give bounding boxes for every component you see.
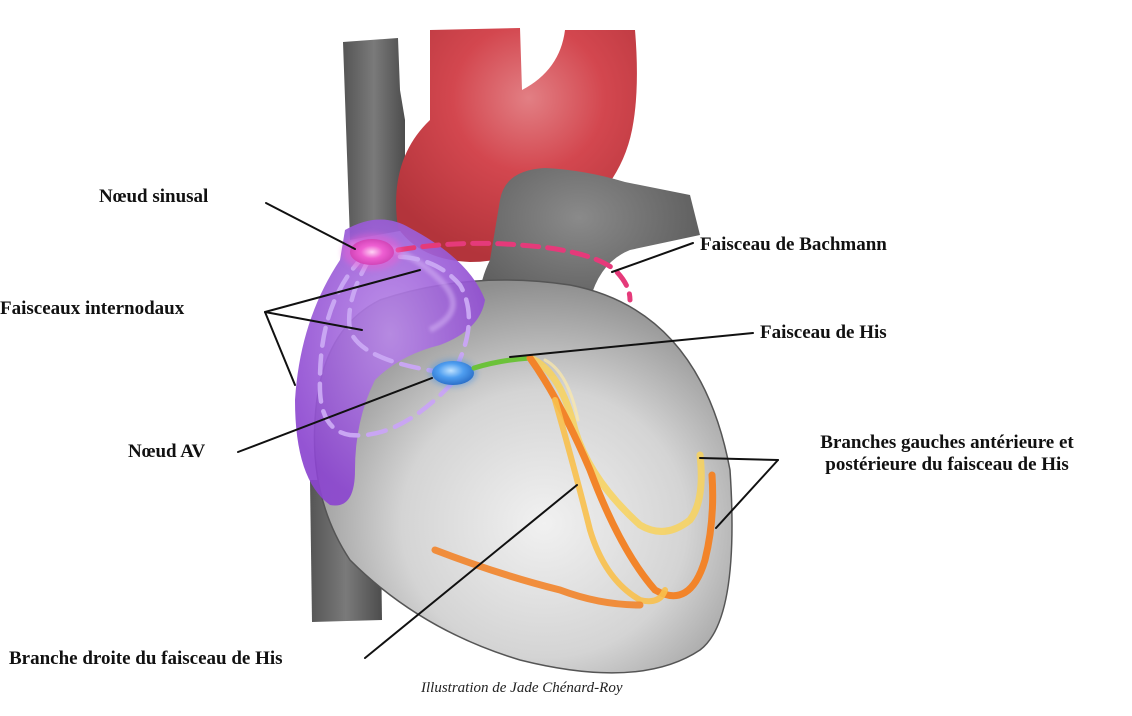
av-node-label: Nœud AV (128, 441, 206, 462)
right-branch-label: Branche droite du faisceau de His (9, 648, 283, 669)
leader-internodal-2 (264, 311, 363, 331)
internodal-tracts-label: Faisceaux internodaux (0, 298, 185, 319)
his-bundle (471, 355, 533, 371)
leader-his-bundle (509, 332, 754, 358)
leader-left-branches-2 (715, 459, 779, 529)
left-branches-label-line2: postérieure du faisceau de His (825, 454, 1069, 475)
leader-right-branch (364, 484, 578, 659)
left-branches-label: Branches gauches antérieure et postérieu… (782, 432, 1112, 476)
sinus-node-label: Nœud sinusal (99, 186, 209, 207)
leader-sinus-node (265, 202, 356, 250)
sinus-node (342, 234, 402, 270)
illustration-credit: Illustration de Jade Chénard-Roy (421, 680, 623, 696)
leader-left-branches-1 (699, 457, 779, 461)
leader-internodal-3 (264, 311, 296, 386)
bachmann-bundle-label: Faisceau de Bachmann (700, 234, 887, 255)
av-node (429, 359, 477, 387)
bachmann-bundle (395, 240, 633, 303)
his-bundle-label: Faisceau de His (760, 322, 887, 343)
leader-bachmann (611, 242, 694, 273)
leader-internodal-1 (264, 269, 421, 313)
leader-lines (237, 202, 779, 659)
right-bundle-branch (431, 397, 668, 609)
leader-av-node (237, 377, 433, 453)
left-branches-label-line1: Branches gauches antérieure et (820, 432, 1074, 453)
left-bundle-branches (526, 354, 717, 600)
